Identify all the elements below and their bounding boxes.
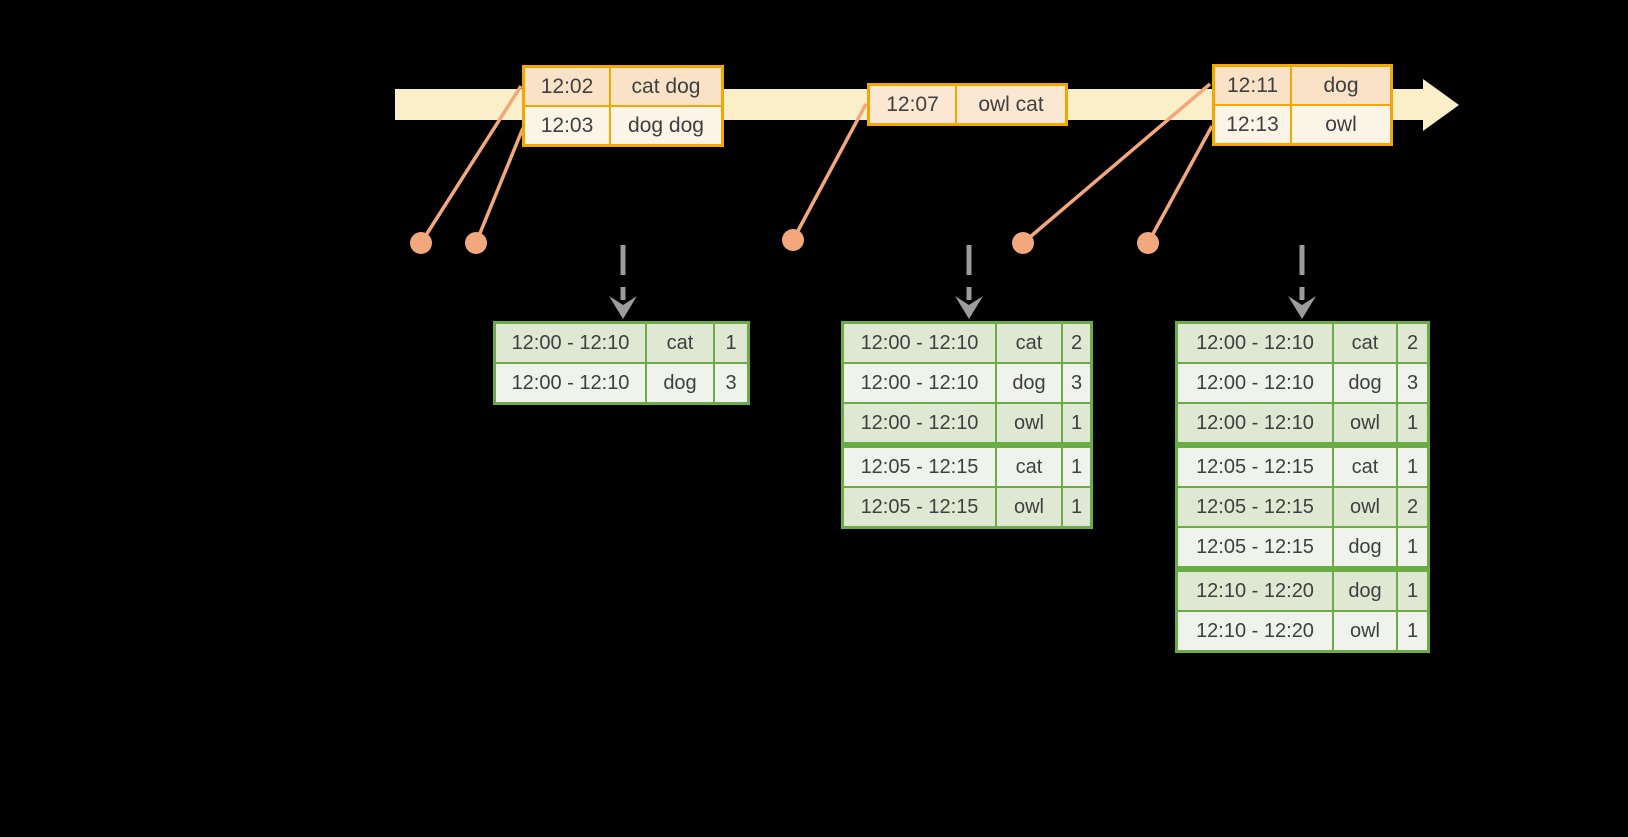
- table-cell: 1: [1061, 442, 1093, 488]
- trigger-arrow: [609, 245, 637, 319]
- table-cell: 12:00 - 12:10: [841, 362, 997, 404]
- table-cell: 1: [1396, 526, 1430, 570]
- table-cell: 12:07: [867, 83, 957, 126]
- table-cell: 12:00 - 12:10: [493, 362, 647, 405]
- table-cell: 12:00 - 12:10: [1175, 321, 1334, 364]
- table-cell: 3: [713, 362, 750, 405]
- table-cell: 3: [1061, 362, 1093, 404]
- table-cell: dog: [1290, 64, 1393, 106]
- event-dot: [1137, 232, 1159, 254]
- table-cell: 12:00 - 12:10: [841, 402, 997, 446]
- table-cell: owl: [995, 402, 1063, 446]
- event-connector-line: [474, 127, 525, 244]
- table-cell: 12:13: [1212, 104, 1292, 146]
- table-cell: owl: [1332, 486, 1398, 528]
- table-cell: 12:11: [1212, 64, 1292, 106]
- table-cell: 12:00 - 12:10: [1175, 402, 1334, 446]
- table-cell: 12:10 - 12:20: [1175, 610, 1334, 653]
- event-connector-lines: [419, 82, 1214, 245]
- table-cell: 1: [1396, 442, 1430, 488]
- table-cell: dog: [1332, 362, 1398, 404]
- table-cell: 1: [1396, 402, 1430, 446]
- table-cell: 12:05 - 12:15: [1175, 442, 1334, 488]
- table-cell: cat: [1332, 321, 1398, 364]
- event-dot: [410, 232, 432, 254]
- table-cell: 12:05 - 12:15: [1175, 486, 1334, 528]
- table-cell: 1: [1396, 610, 1430, 653]
- table-cell: dog: [1332, 526, 1398, 570]
- table-cell: dog: [1332, 566, 1398, 612]
- table-cell: 3: [1396, 362, 1430, 404]
- timeline-arrowhead-icon: [1423, 79, 1459, 131]
- event-connector-line: [791, 103, 868, 241]
- table-cell: 12:00 - 12:10: [493, 321, 647, 364]
- table-cell: 12:05 - 12:15: [841, 442, 997, 488]
- table-cell: dog: [645, 362, 715, 405]
- table-cell: 12:10 - 12:20: [1175, 566, 1334, 612]
- table-cell: owl: [1332, 402, 1398, 446]
- table-cell: cat dog: [609, 65, 724, 107]
- table-cell: 12:05 - 12:15: [841, 486, 997, 529]
- table-cell: owl cat: [955, 83, 1068, 126]
- trigger-arrow: [1288, 245, 1316, 319]
- event-connector-line: [1146, 125, 1214, 244]
- table-cell: 2: [1061, 321, 1093, 364]
- event-dot: [465, 232, 487, 254]
- event-dot: [782, 229, 804, 251]
- table-cell: 2: [1396, 321, 1430, 364]
- table-cell: cat: [645, 321, 715, 364]
- table-cell: dog dog: [609, 105, 724, 147]
- table-cell: cat: [1332, 442, 1398, 488]
- table-cell: 12:00 - 12:10: [1175, 362, 1334, 404]
- event-connector-line: [1021, 82, 1212, 245]
- trigger-arrows: [609, 245, 1316, 319]
- table-cell: cat: [995, 321, 1063, 364]
- table-cell: owl: [1332, 610, 1398, 653]
- table-cell: dog: [995, 362, 1063, 404]
- event-dots: [410, 229, 1159, 254]
- table-cell: 12:02: [522, 65, 611, 107]
- table-cell: 12:03: [522, 105, 611, 147]
- table-cell: owl: [995, 486, 1063, 529]
- trigger-arrow: [955, 245, 983, 319]
- table-cell: 12:00 - 12:10: [841, 321, 997, 364]
- table-cell: 1: [1061, 402, 1093, 446]
- table-cell: owl: [1290, 104, 1393, 146]
- table-cell: 12:05 - 12:15: [1175, 526, 1334, 570]
- event-dot: [1012, 232, 1034, 254]
- table-cell: 2: [1396, 486, 1430, 528]
- table-cell: 1: [713, 321, 750, 364]
- table-cell: 1: [1061, 486, 1093, 529]
- table-cell: 1: [1396, 566, 1430, 612]
- event-connector-line: [419, 85, 523, 244]
- table-cell: cat: [995, 442, 1063, 488]
